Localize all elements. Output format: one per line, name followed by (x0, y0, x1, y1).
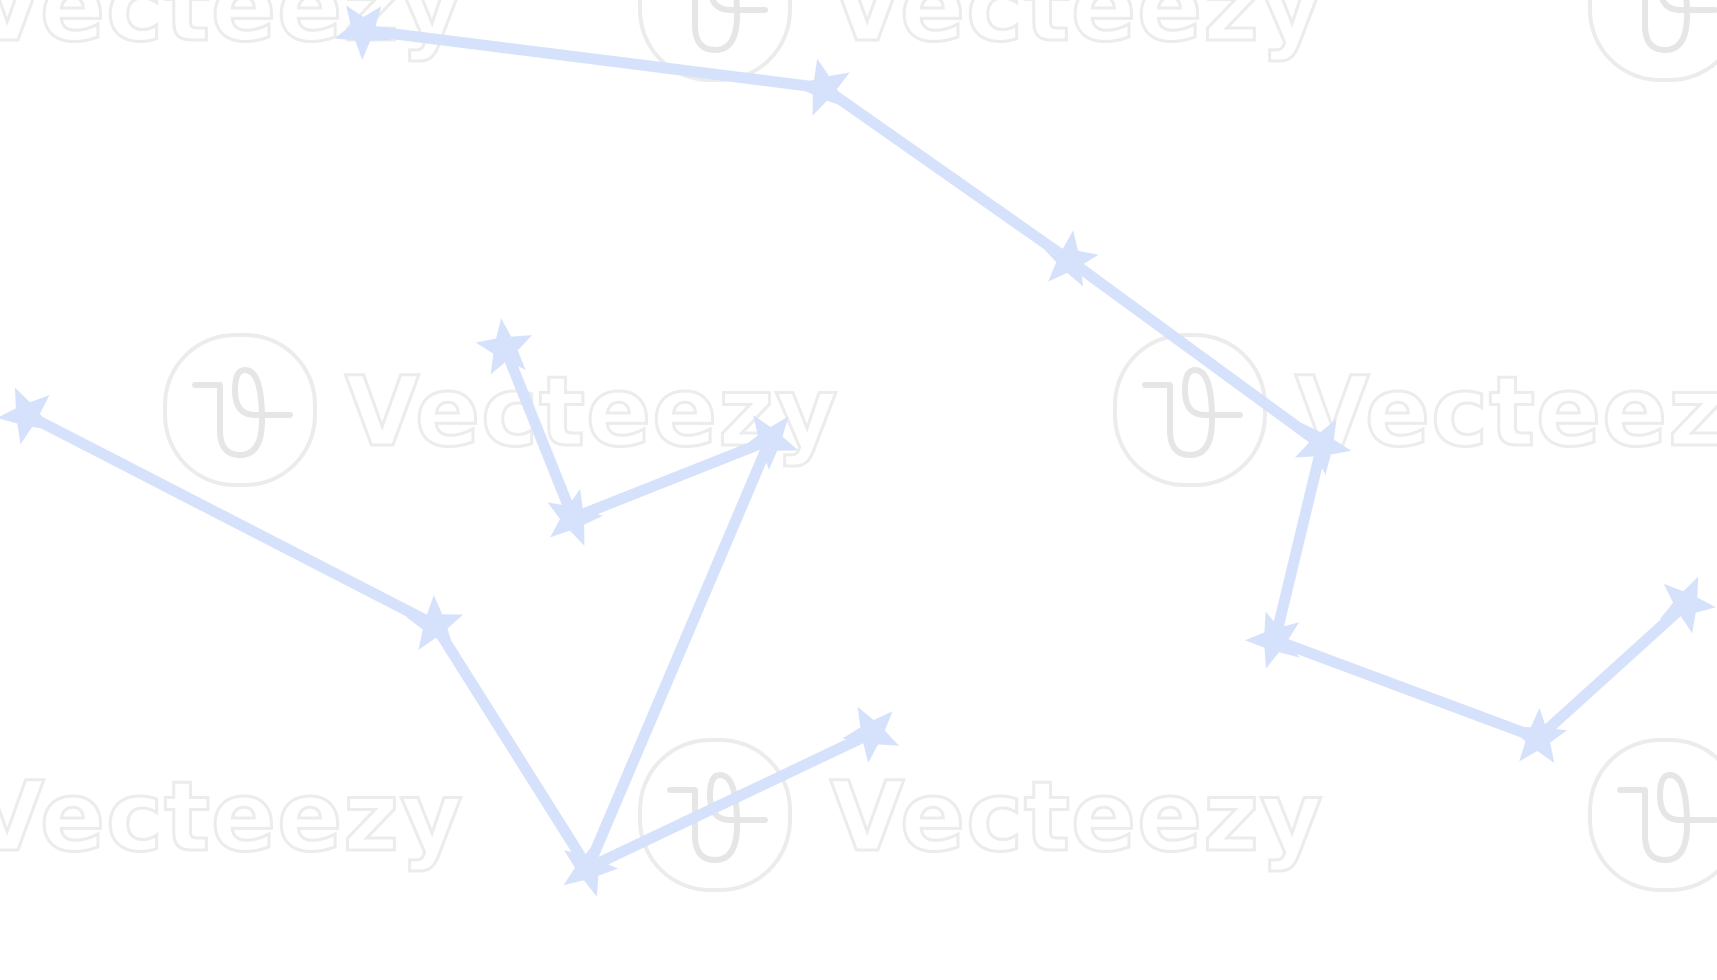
constellation-line (582, 437, 776, 871)
constellation-line (570, 434, 773, 524)
constellation-line (1065, 255, 1326, 450)
star-icon (1294, 418, 1352, 475)
watermark-brand-text: Vecteezy (0, 761, 464, 873)
star-icon (475, 318, 533, 375)
constellation-line (585, 728, 875, 873)
star-icon (406, 595, 464, 650)
watermark (1588, 738, 1717, 892)
star-icon (842, 706, 900, 763)
star-icon (1510, 708, 1567, 764)
vecteezy-v-logo-icon (1588, 738, 1717, 892)
star-icon (1660, 576, 1716, 634)
watermark-layer: VecteezyVecteezyVecteezyVecteezyVecteezy… (0, 0, 1717, 892)
vecteezy-v-logo-icon (638, 0, 792, 82)
watermark: Vecteezy (638, 738, 1324, 892)
star-icon (0, 387, 53, 445)
star-icon (1245, 611, 1300, 669)
star-icon (741, 415, 799, 470)
star-icon (547, 488, 603, 546)
watermark: Vecteezy (638, 0, 1324, 82)
constellation-line (820, 83, 1073, 265)
vecteezy-v-logo-icon (1588, 0, 1717, 82)
watermark: Vecteezy (0, 760, 464, 875)
constellation-line (24, 410, 438, 630)
star-icon (1042, 230, 1099, 287)
constellation-lines (24, 24, 1690, 873)
vecteezy-v-logo-icon (1113, 333, 1267, 487)
watermark: Vecteezy (1113, 333, 1717, 487)
constellation-line (1269, 443, 1328, 642)
star-icon (334, 5, 392, 60)
constellation-line (430, 622, 593, 871)
watermark-brand-text: Vecteezy (830, 0, 1324, 63)
constellation-line (1534, 599, 1690, 743)
watermark-brand-text: Vecteezy (830, 761, 1324, 873)
constellation-stars (0, 5, 1716, 897)
constellation-line (1273, 634, 1540, 744)
vecteezy-v-logo-icon (638, 738, 792, 892)
watermark (1588, 0, 1717, 82)
constellation-line (499, 345, 579, 521)
watermark-brand-text: Vecteezy (1295, 356, 1717, 468)
star-icon (563, 839, 618, 897)
star-icon (794, 58, 850, 116)
vecteezy-v-logo-icon (163, 333, 317, 487)
constellation-line (362, 24, 825, 94)
watermark: Vecteezy (0, 0, 464, 65)
